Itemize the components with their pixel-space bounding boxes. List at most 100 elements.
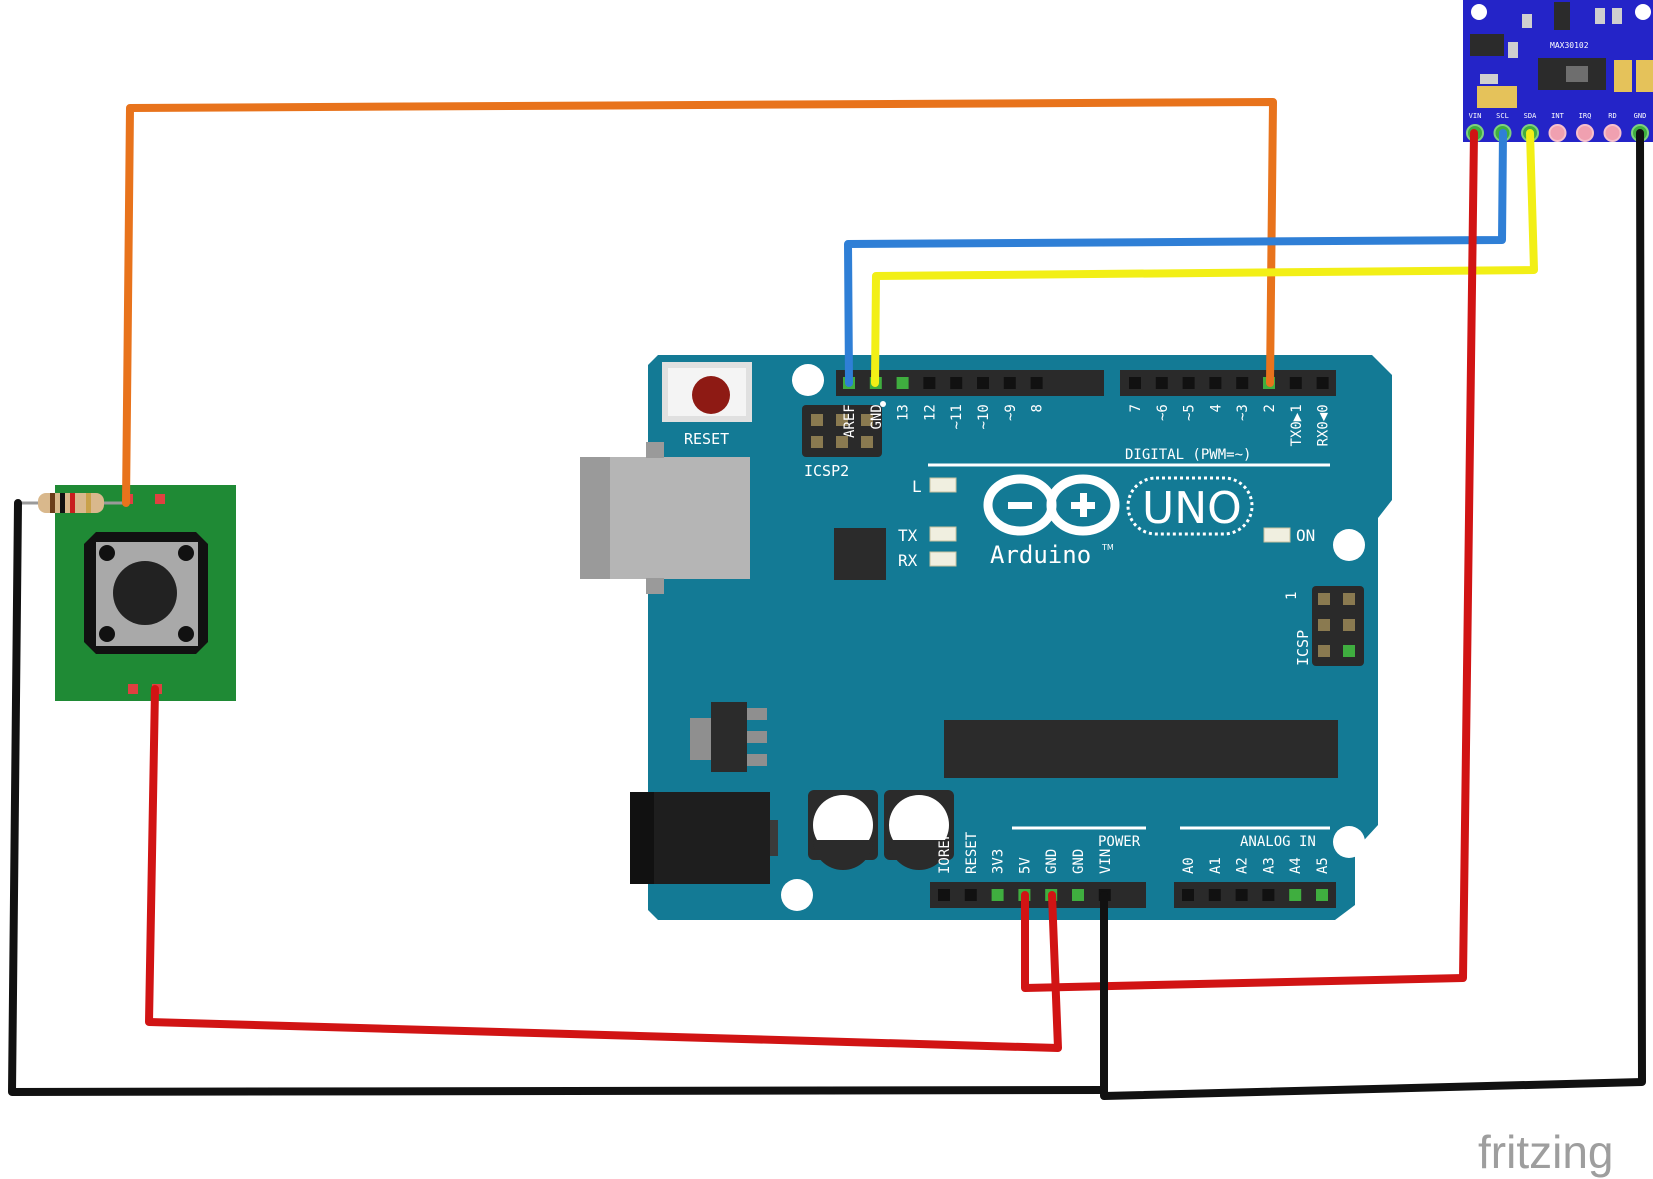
header-pin[interactable] xyxy=(1129,377,1141,389)
sensor-capacitor xyxy=(1636,60,1653,92)
sensor-pin-label: VIN xyxy=(1469,112,1482,120)
sensor-pin[interactable] xyxy=(1548,124,1567,142)
pin-label: RX0◀0 xyxy=(1316,404,1332,446)
wires xyxy=(8,98,1646,1100)
header-pin[interactable] xyxy=(1236,377,1249,389)
led-l xyxy=(929,477,957,493)
pin-label: ~10 xyxy=(976,404,992,429)
sensor-pin-label: GND xyxy=(1634,112,1647,120)
icsp2-header xyxy=(802,405,882,457)
pin-label: A1 xyxy=(1208,857,1224,874)
mounting-hole xyxy=(1333,529,1365,561)
header-pin[interactable] xyxy=(950,377,963,389)
tactile-push-button[interactable] xyxy=(84,532,208,654)
pin-label: ~3 xyxy=(1235,404,1251,421)
sensor-component xyxy=(1612,8,1622,24)
aref-marker xyxy=(880,401,886,407)
pin-label: TX0▶1 xyxy=(1289,404,1305,446)
header-pin[interactable] xyxy=(1182,377,1195,389)
sensor-component xyxy=(1480,74,1498,84)
pin-label: A0 xyxy=(1181,857,1197,874)
pin-label: RESET xyxy=(964,831,980,874)
pin-label: IOREF xyxy=(937,832,953,874)
fritzing-watermark: fritzing xyxy=(1478,1126,1613,1178)
pin-label: ~11 xyxy=(949,404,965,429)
header-pin[interactable] xyxy=(1030,377,1043,389)
pin-label: AREF xyxy=(842,404,858,438)
header-pin[interactable] xyxy=(1289,377,1302,389)
resistor xyxy=(18,493,126,513)
led-rx-label: RX xyxy=(898,551,918,570)
sensor-mounting-hole xyxy=(1635,4,1651,20)
analog-header xyxy=(1174,882,1336,908)
dc-power-jack xyxy=(630,792,778,884)
pin-label: A4 xyxy=(1288,857,1304,874)
arduino-brand: Arduino xyxy=(990,541,1091,569)
icsp-label: ICSP xyxy=(1294,630,1312,666)
led-on-label: ON xyxy=(1296,526,1315,545)
header-pin[interactable] xyxy=(1208,889,1221,901)
pin-label: VIN xyxy=(1098,849,1114,874)
digital-label: DIGITAL (PWM=~) xyxy=(1125,447,1251,463)
pin-label: 13 xyxy=(896,404,912,421)
sensor-pin[interactable] xyxy=(1576,124,1594,142)
led-tx-label: TX xyxy=(898,526,918,545)
reset-button[interactable] xyxy=(662,362,752,422)
power-label: POWER xyxy=(1098,834,1141,850)
led-on xyxy=(1263,527,1291,543)
header-pin[interactable] xyxy=(1316,377,1329,389)
header-pin[interactable] xyxy=(1155,377,1168,389)
sensor-pin-label: RD xyxy=(1608,112,1616,120)
sensor-pin-label: SCL xyxy=(1496,112,1509,120)
header-pin[interactable] xyxy=(1316,889,1328,901)
header-pin[interactable] xyxy=(1003,377,1016,389)
pin-label: GND xyxy=(1071,849,1087,874)
sensor-pin[interactable] xyxy=(1603,124,1622,142)
voltage-regulator xyxy=(690,702,767,772)
mounting-hole xyxy=(1333,826,1365,858)
pin-label: 5V xyxy=(1017,857,1033,874)
mounting-hole xyxy=(792,364,824,396)
header-pin[interactable] xyxy=(964,889,977,901)
wire-blue-a5-scl[interactable] xyxy=(844,129,1507,387)
pin-label: A5 xyxy=(1315,857,1331,874)
header-pin[interactable] xyxy=(1209,377,1222,389)
pin-label: ~5 xyxy=(1182,404,1198,421)
max30102-window xyxy=(1566,66,1588,82)
wire-yellow-a4-sda[interactable] xyxy=(871,129,1538,387)
mounting-hole xyxy=(781,879,813,911)
pin-label: 3V3 xyxy=(991,849,1007,874)
icsp-pin1-label: 1 xyxy=(1284,592,1300,600)
sensor-capacitor xyxy=(1477,86,1517,108)
usb-connector xyxy=(580,442,750,594)
wire-red-5v-button[interactable] xyxy=(145,685,1062,1052)
sensor-pin-label: IRQ xyxy=(1579,112,1592,120)
capacitor xyxy=(808,790,878,870)
header-pin[interactable] xyxy=(1289,889,1302,901)
sensor-component xyxy=(1554,2,1570,30)
wire-black-gnd-sensor[interactable] xyxy=(1100,129,1646,1100)
pin-label: GND xyxy=(869,404,885,429)
arduino-tm: TM xyxy=(1101,543,1114,552)
header-pin[interactable] xyxy=(938,889,950,901)
header-pin[interactable] xyxy=(923,377,936,389)
icsp-header xyxy=(1312,586,1364,666)
wire-black-gnd-button[interactable] xyxy=(8,499,1108,1096)
sensor-component xyxy=(1595,8,1605,24)
header-pin[interactable] xyxy=(1235,889,1248,901)
sensor-component xyxy=(1508,42,1518,58)
header-pin[interactable] xyxy=(1262,889,1275,901)
header-pin[interactable] xyxy=(896,377,909,389)
sensor-pin-label: SDA xyxy=(1524,112,1537,120)
pin-label: ~6 xyxy=(1155,404,1171,421)
arduino-logo xyxy=(983,474,1120,536)
header-pin[interactable] xyxy=(977,377,989,389)
atmega-chip xyxy=(944,720,1338,778)
header-pin[interactable] xyxy=(991,889,1004,901)
header-pin[interactable] xyxy=(1072,889,1084,901)
sensor-pin-label: INT xyxy=(1551,112,1564,120)
header-pin[interactable] xyxy=(1182,889,1194,901)
wire-red-3v3-vin[interactable] xyxy=(1021,129,1478,992)
